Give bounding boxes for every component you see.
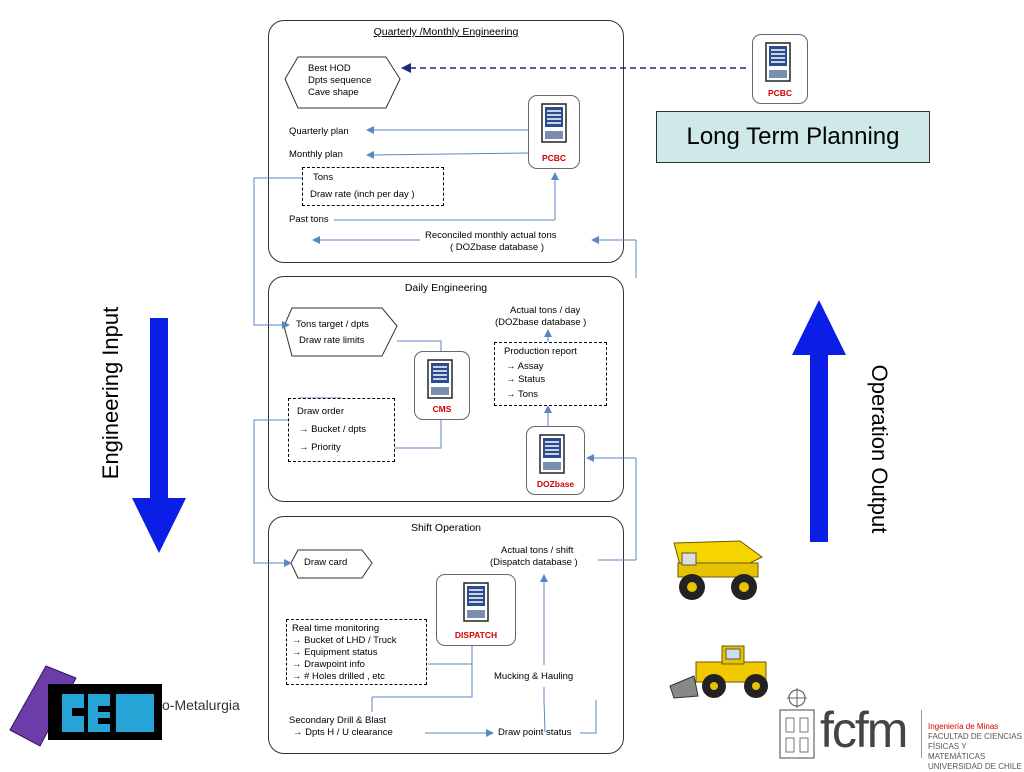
quarterly-title: Quarterly /Monthly Engineering xyxy=(373,26,519,38)
long-term-planning-box: Long Term Planning xyxy=(656,111,930,163)
engineering-input-arrow xyxy=(132,318,186,553)
cms-label: CMS xyxy=(432,404,452,414)
actual-tons-shift-2: (Dispatch database ) xyxy=(490,557,578,568)
rtm-item: → Bucket of LHD / Truck xyxy=(292,635,397,646)
production-report-title: Production report xyxy=(504,346,577,357)
hod-hexagon xyxy=(284,56,401,109)
tons-target: Tons target / dpts xyxy=(296,319,369,330)
dozbase-server: DOZbase xyxy=(526,426,585,495)
tons-target-hexagon xyxy=(283,307,398,357)
operation-output-arrow xyxy=(792,300,846,542)
draw-item: → Bucket / dpts xyxy=(299,424,367,435)
past-tons: Past tons xyxy=(289,214,329,225)
quarterly-plan: Quarterly plan xyxy=(289,126,349,137)
engineering-input-label: Engineering Input xyxy=(98,306,123,480)
secondary-drill: Secondary Drill & Blast xyxy=(289,715,387,726)
university-seal-icon xyxy=(779,688,815,759)
fcfm-logo: fcfm xyxy=(820,702,908,758)
draw-order-box: Draw order → Bucket / dpts → Priority xyxy=(288,398,395,462)
reconciled-line-2: ( DOZbase database ) xyxy=(450,242,544,253)
prod-item: → Assay xyxy=(506,361,544,372)
uchile-line-1: Ingeniería de Minas xyxy=(928,722,999,731)
operation-output-label: Operation Output xyxy=(867,364,892,534)
actual-tons-day-2: (DOZbase database ) xyxy=(495,317,587,328)
hex-line-3: Cave shape xyxy=(308,87,359,98)
haul-truck-illustration xyxy=(673,540,763,600)
pcbc-server-quarterly: PCBC xyxy=(528,95,580,169)
server-icon xyxy=(427,359,453,399)
uchile-line-4: UNIVERSIDAD DE CHILE xyxy=(928,762,1022,771)
pcbc-label: PCBC xyxy=(767,88,793,98)
pcbc-label: PCBC xyxy=(541,153,567,163)
server-icon xyxy=(765,42,791,82)
hex-line-2: Dpts sequence xyxy=(308,75,372,86)
tons-draw-rate-box: Tons Draw rate (inch per day ) xyxy=(302,167,444,206)
dimin-logo-mark xyxy=(9,665,162,747)
server-icon xyxy=(463,582,489,622)
prod-item: → Tons xyxy=(506,389,539,400)
draw-rate-label: Draw rate (inch per day ) xyxy=(310,189,415,200)
mucking-hauling: Mucking & Hauling xyxy=(494,671,574,682)
production-report-box: Production report → Assay → Status → Ton… xyxy=(494,342,607,406)
actual-tons-shift-1: Actual tons / shift xyxy=(501,545,574,556)
uchile-text: Ingeniería de Minas FACULTAD DE CIENCIAS… xyxy=(928,722,1024,772)
actual-tons-day-1: Actual tons / day xyxy=(510,305,581,316)
metalurgia-text: o-Metalurgia xyxy=(162,697,240,713)
rtm-item: → # Holes drilled , etc xyxy=(292,671,385,682)
rtm-item: → Equipment status xyxy=(292,647,378,658)
uchile-line-2: FACULTAD DE CIENCIAS xyxy=(928,732,1022,741)
draw-point-status: Draw point status xyxy=(498,727,572,738)
cms-server: CMS xyxy=(414,351,470,420)
loader-illustration xyxy=(669,645,768,699)
reconciled-line-1: Reconciled monthly actual tons xyxy=(425,230,557,241)
draw-item: → Priority xyxy=(299,442,341,453)
draw-order-title: Draw order xyxy=(297,406,344,417)
daily-title: Daily Engineering xyxy=(404,282,488,294)
shift-title: Shift Operation xyxy=(410,522,482,534)
dpts-clearance: → Dpts H / U clearance xyxy=(293,727,393,738)
dispatch-label: DISPATCH xyxy=(454,630,498,640)
pcbc-server-ltp: PCBC xyxy=(752,34,808,104)
server-icon xyxy=(541,103,567,143)
prod-item: → Status xyxy=(506,374,546,385)
rtm-item: → Drawpoint info xyxy=(292,659,365,670)
dozbase-label: DOZbase xyxy=(536,479,575,489)
server-icon xyxy=(539,434,565,474)
hex-line-1: Best HOD xyxy=(308,63,351,74)
logo-divider xyxy=(921,710,922,758)
dispatch-server: DISPATCH xyxy=(436,574,516,646)
rtm-title: Real time monitoring xyxy=(292,623,380,634)
real-time-monitoring-box: Real time monitoring → Bucket of LHD / T… xyxy=(286,619,427,685)
uchile-line-3: FÍSICAS Y MATEMÁTICAS xyxy=(928,742,986,761)
draw-card: Draw card xyxy=(304,557,348,568)
draw-rate-limits: Draw rate limits xyxy=(299,335,365,346)
monthly-plan: Monthly plan xyxy=(289,149,343,160)
tons-label: Tons xyxy=(313,172,334,183)
left-logo: o-Metalurgia xyxy=(6,664,266,754)
